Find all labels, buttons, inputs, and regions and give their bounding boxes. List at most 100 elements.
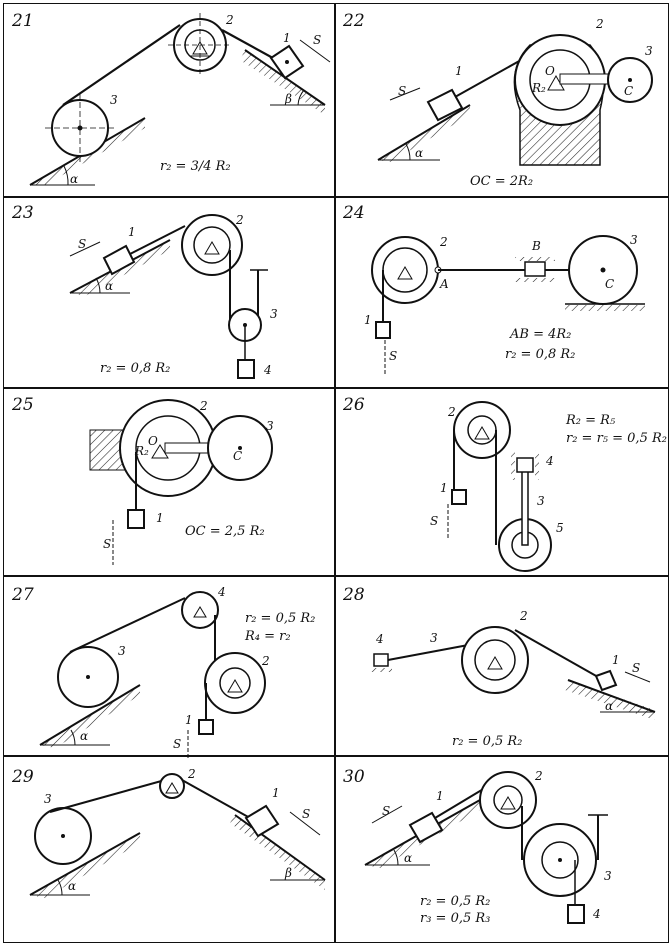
s-label: S [173, 737, 181, 751]
panel-23: 23 α 1 S 2 3 4 r₂ = 0,8 R₂ [11, 203, 278, 379]
label-a: A [439, 277, 449, 291]
formula: r₂ = 0,8 R₂ [100, 361, 170, 376]
formula: OC = 2,5 R₂ [185, 524, 265, 539]
label-3: 3 [430, 631, 438, 645]
label-2: 2 [439, 235, 448, 249]
formula: r₂ = 0,8 R₂ [505, 347, 575, 362]
formula: r₂ = 0,5 R₂ [452, 734, 522, 749]
label-3: 3 [645, 44, 653, 58]
rope [49, 779, 166, 813]
incline [565, 680, 655, 720]
label-2: 2 [199, 399, 208, 413]
angle-alpha-label: α [68, 879, 76, 893]
panel-number: 25 [11, 395, 34, 415]
panel-26: 26 2 1 S 5 3 4 R₂ = R₅ r₂ = r₅ = 0,5 R₂ [342, 395, 667, 572]
s-label: S [78, 237, 86, 251]
s-label: S [103, 537, 111, 551]
panel-frame-21 [3, 3, 336, 198]
angle-alpha-label: α [605, 699, 613, 713]
label-2: 2 [261, 654, 270, 668]
panel-number: 27 [11, 585, 34, 605]
label-5: 5 [556, 521, 564, 535]
rope [69, 597, 186, 653]
formula: R₄ = r₂ [244, 629, 291, 644]
block-1 [408, 811, 444, 844]
s-dimension [389, 87, 421, 101]
angle-beta-label: β [284, 866, 292, 880]
rope [62, 24, 181, 106]
formula: r₃ = 0,5 R₃ [420, 911, 490, 926]
panel-24: 24 2 A B C 3 1 S AB = 4R₂ r₂ = 0,8 R₂ [342, 203, 645, 375]
block-4 [237, 359, 255, 379]
block-1 [244, 804, 280, 838]
panel-frame-24 [334, 196, 669, 389]
label-3: 3 [270, 307, 278, 321]
panel-number: 26 [342, 395, 365, 415]
block-1 [426, 88, 464, 122]
label-2: 2 [447, 405, 456, 419]
label-1: 1 [128, 225, 136, 239]
label-4: 4 [375, 632, 384, 646]
angle-alpha-label: α [404, 851, 412, 865]
label-1: 1 [283, 31, 291, 45]
label-2: 2 [519, 609, 528, 623]
panel-frame-23 [3, 196, 336, 389]
label-1: 1 [436, 789, 444, 803]
panel-29: 29 α 3 2 β 1 S [11, 767, 326, 898]
s-dimension [69, 241, 101, 257]
panel-frame-26 [334, 387, 669, 577]
angle-beta-label: β [284, 92, 292, 106]
block-1 [127, 509, 145, 529]
block-4 [567, 904, 585, 924]
panel-number: 28 [342, 585, 365, 605]
label-4: 4 [592, 907, 601, 921]
formula: AB = 4R₂ [509, 327, 571, 342]
label-1: 1 [440, 481, 448, 495]
panel-number: 30 [343, 767, 365, 787]
wheel-2 [181, 214, 243, 276]
label-2: 2 [534, 769, 543, 783]
label-2: 2 [225, 13, 234, 27]
panel-21: 21 α 3 2 [11, 11, 331, 186]
block-1 [198, 719, 214, 735]
formula: OC = 2R₂ [470, 174, 533, 189]
label-4: 4 [217, 585, 226, 599]
label-b: B [531, 239, 541, 253]
label-3: 3 [630, 233, 638, 247]
drum-3 [45, 93, 115, 163]
formula: r₂ = 0,5 R₂ [245, 611, 315, 626]
label-1: 1 [612, 653, 620, 667]
s-label: S [382, 804, 390, 818]
pulley-2 [168, 13, 232, 77]
label-c: C [233, 449, 242, 463]
formula: r₂ = 0,5 R₂ [420, 894, 490, 909]
label-2: 2 [187, 767, 196, 781]
block-1 [375, 321, 391, 339]
label-r: R₂ [134, 444, 149, 458]
label-o: O [148, 434, 158, 448]
label-o: O [545, 64, 555, 78]
wheel-2 [461, 626, 529, 694]
label-1: 1 [272, 786, 280, 800]
s-label: S [389, 349, 397, 363]
label-c: C [605, 277, 614, 291]
label-r: R₂ [531, 81, 546, 95]
block-1 [269, 44, 305, 80]
formula: r₂ = r₅ = 0,5 R₂ [566, 431, 667, 446]
label-2: 2 [235, 213, 244, 227]
s-label: S [302, 807, 310, 821]
formula: r₂ = 3/4 R₂ [160, 159, 231, 174]
label-c: C [624, 84, 633, 98]
label-1: 1 [156, 511, 164, 525]
angle-alpha-label: α [105, 279, 113, 293]
angle-alpha-label: α [415, 146, 423, 160]
panel-frame-28 [334, 575, 669, 757]
pulley-4 [181, 591, 219, 629]
rope [129, 225, 186, 255]
panel-frame-22 [334, 3, 669, 198]
label-3: 3 [110, 93, 118, 107]
label-3: 3 [604, 869, 612, 883]
panel-30: 30 α 1 S 2 3 4 r₂ = 0,5 R₂ r₃ = 0,5 R₃ [343, 767, 612, 926]
